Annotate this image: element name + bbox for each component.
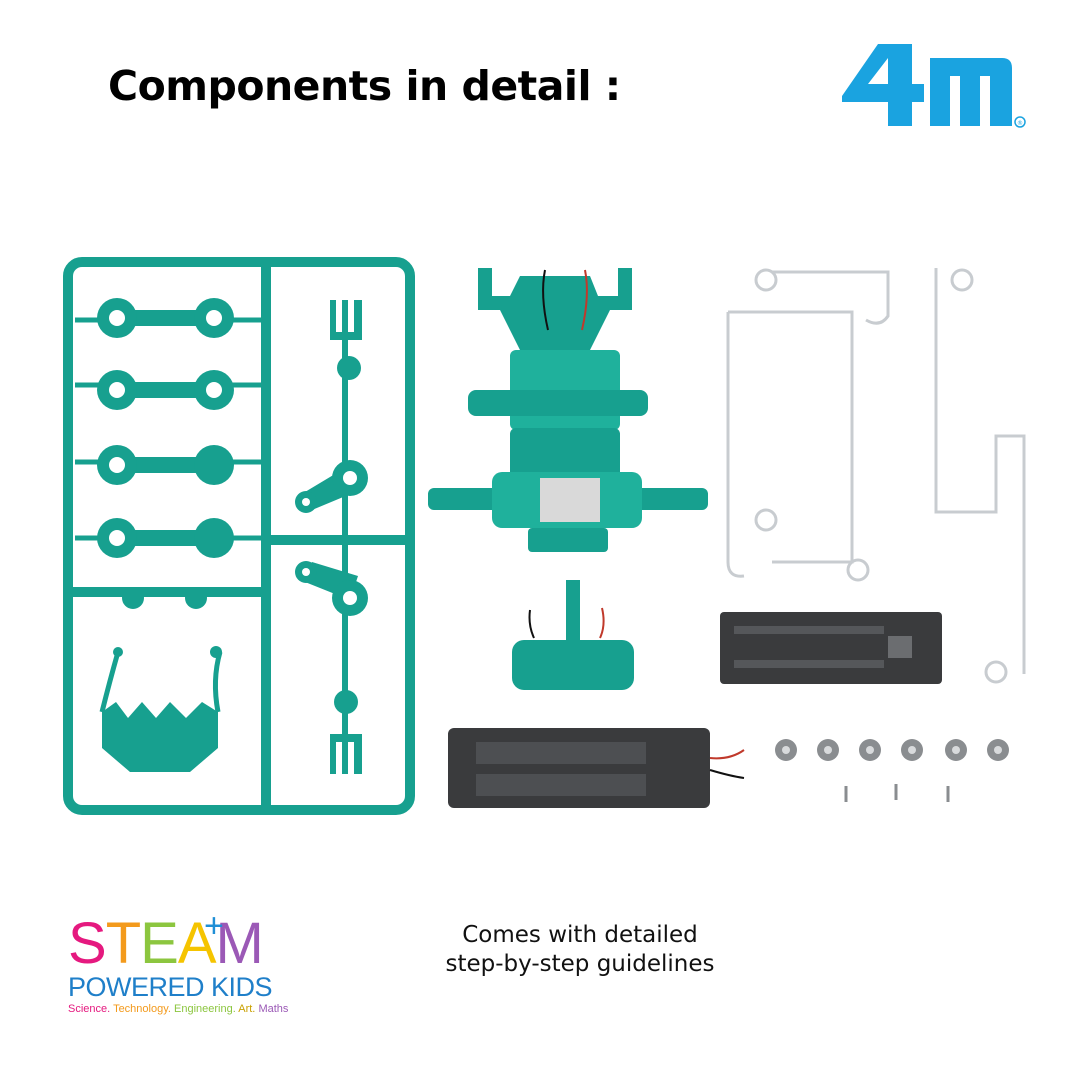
steam-letter-a: A bbox=[177, 911, 217, 976]
caption-line-2: step-by-step guidelines bbox=[445, 951, 715, 977]
steam-letter-t: T bbox=[105, 911, 141, 976]
tagline-engineering: Engineering. bbox=[174, 1003, 236, 1015]
steam-wordmark: STEAM + bbox=[68, 907, 318, 973]
brand-logo-4m: ® bbox=[842, 44, 1026, 128]
instructions-caption: Comes with detailed step-by-step guideli… bbox=[380, 921, 780, 979]
nuts-and-screws bbox=[775, 739, 1009, 802]
steam-subtitle: POWERED KIDS bbox=[68, 972, 273, 1002]
steam-letter-e: E bbox=[140, 911, 179, 976]
steam-plus-sign: + bbox=[204, 907, 224, 945]
page-title: Components in detail : bbox=[108, 62, 621, 110]
battery-cover bbox=[720, 612, 942, 684]
steel-wire-legs bbox=[726, 268, 1026, 684]
motor-gearbox bbox=[428, 268, 708, 552]
leg-links bbox=[97, 298, 234, 609]
steam-letter-s: S bbox=[68, 911, 107, 976]
steam-letter-m: M bbox=[215, 911, 264, 976]
steam-powered-kids-logo: STEAM + POWERED KIDS Science. Technology… bbox=[68, 907, 318, 1016]
battery-holder bbox=[448, 728, 745, 808]
kit-components-illustration bbox=[63, 257, 1026, 815]
registered-mark: ® bbox=[1017, 120, 1023, 127]
tagline-art: Art. bbox=[238, 1003, 256, 1015]
tagline-technology: Technology. bbox=[113, 1003, 171, 1015]
tagline-maths: Maths bbox=[258, 1003, 289, 1015]
steam-tagline: Science. Technology. Engineering. Art. M… bbox=[68, 1002, 318, 1016]
crank-and-fork-parts bbox=[295, 300, 368, 774]
tagline-science: Science. bbox=[68, 1003, 111, 1015]
caption-line-1: Comes with detailed bbox=[462, 922, 698, 948]
jaw-piece bbox=[99, 646, 223, 772]
motor-housing bbox=[512, 580, 634, 690]
